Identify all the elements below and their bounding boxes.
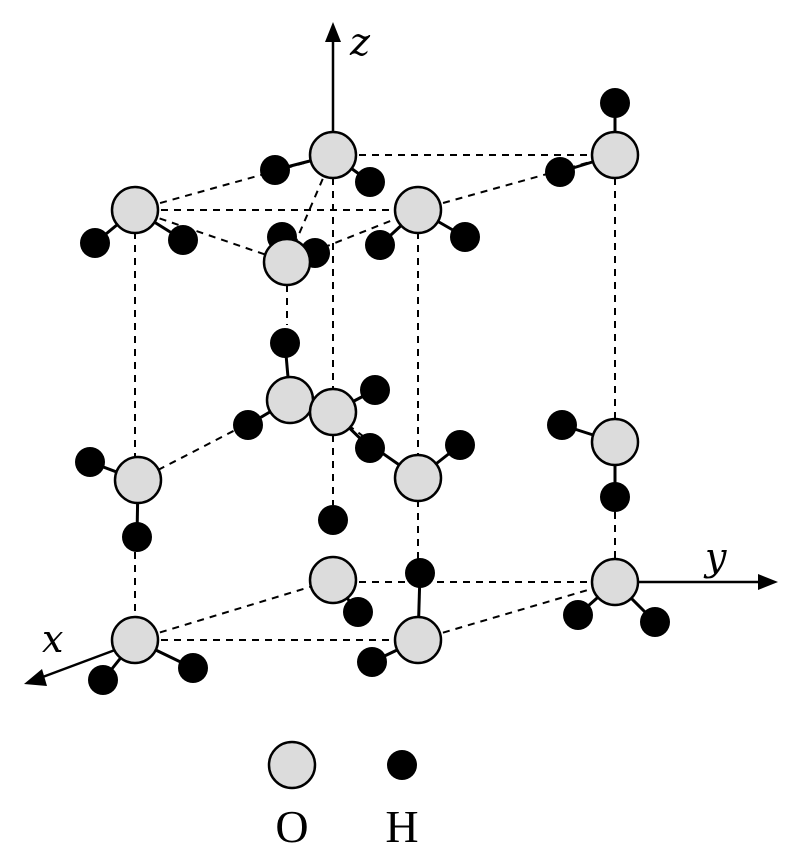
oxygen-atom — [308, 130, 358, 180]
oxygen-atom — [265, 375, 315, 425]
hydrogen-atom — [75, 447, 105, 477]
oxygen-atom — [590, 417, 640, 467]
oxygen-atom — [110, 615, 160, 665]
hydrogen-atom — [355, 167, 385, 197]
hydrogen-atom — [640, 607, 670, 637]
x-axis-label: x — [42, 617, 63, 661]
z-axis-arrowhead — [325, 22, 341, 42]
legend-hydrogen-label: H — [385, 801, 418, 852]
legend-oxygen-swatch — [267, 740, 317, 790]
oxygen-atom — [262, 237, 312, 287]
legend-oxygen-label: O — [275, 801, 308, 852]
hydrogen-atom — [445, 430, 475, 460]
hydrogen-atom — [270, 328, 300, 358]
oxygen-atom — [393, 615, 443, 665]
oxygen-atom — [590, 557, 640, 607]
x-axis — [39, 648, 116, 680]
hydrogen-atom — [355, 433, 385, 463]
oxygen-atom — [393, 453, 443, 503]
hydrogen-atom — [405, 558, 435, 588]
hydrogen-atom — [365, 230, 395, 260]
hydrogen-atom — [233, 410, 263, 440]
hydrogen-atom — [168, 225, 198, 255]
hydrogen-atom — [88, 665, 118, 695]
oxygen-atom — [308, 387, 358, 437]
hydrogen-atoms — [75, 88, 670, 695]
oxygen-atom — [590, 130, 640, 180]
oxygen-atom — [393, 185, 443, 235]
hydrogen-atom — [547, 410, 577, 440]
y-axis-label: y — [703, 535, 727, 579]
hydrogen-atom — [600, 482, 630, 512]
hydrogen-atom — [122, 522, 152, 552]
hydrogen-atom — [260, 155, 290, 185]
legend-hydrogen-swatch — [387, 750, 417, 780]
hydrogen-atom — [318, 505, 348, 535]
hydrogen-atom — [545, 157, 575, 187]
hydrogen-atom — [563, 600, 593, 630]
oxygen-atom — [113, 455, 163, 505]
oxygen-atoms — [110, 130, 640, 665]
legend: O H — [267, 740, 419, 852]
hydrogen-atom — [80, 228, 110, 258]
hydrogen-atom — [450, 222, 480, 252]
x-axis-arrowhead — [24, 669, 47, 686]
hydrogen-atom — [360, 375, 390, 405]
coordinate-axes: z y x — [24, 20, 778, 686]
oxygen-atom — [308, 555, 358, 605]
hydrogen-atom — [178, 653, 208, 683]
hydrogen-atom — [343, 597, 373, 627]
hydrogen-atom — [600, 88, 630, 118]
z-axis-label: z — [349, 20, 371, 64]
y-axis-arrowhead — [758, 574, 778, 590]
hydrogen-atom — [357, 647, 387, 677]
oxygen-atom — [110, 185, 160, 235]
